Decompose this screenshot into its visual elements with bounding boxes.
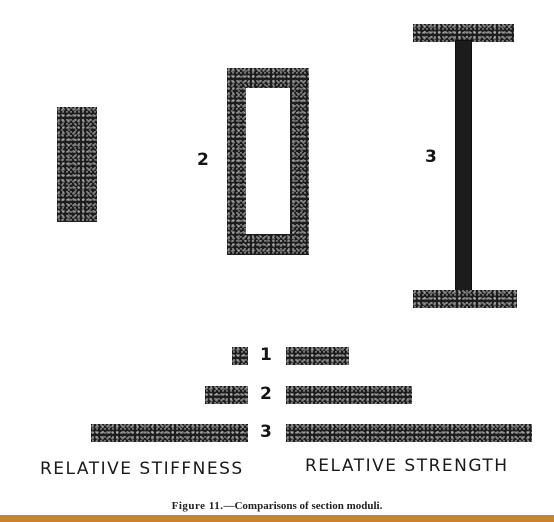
section-2-label: 2 <box>197 150 209 170</box>
stiffness-bar-3 <box>91 424 248 442</box>
caption-text: —Comparisons of section moduli. <box>223 500 383 512</box>
strength-bar-2 <box>286 386 412 404</box>
caption-lead: Figure 11. <box>171 500 224 512</box>
stiffness-bar-1 <box>232 347 248 365</box>
section-3-label: 3 <box>425 147 437 167</box>
row-number-2: 2 <box>260 384 272 404</box>
row-number-3: 3 <box>260 422 272 442</box>
strength-bar-1 <box>286 347 349 365</box>
section-2-hollow-interior <box>246 88 290 234</box>
i-beam-bottom-flange <box>413 290 517 308</box>
strength-label: RELATIVE STRENGTH <box>305 456 509 476</box>
section-1-solid-rectangle <box>57 107 97 222</box>
row-number-1: 1 <box>260 345 272 365</box>
figure-caption: Figure 11.—Comparisons of section moduli… <box>0 500 554 512</box>
bottom-rule <box>0 515 554 522</box>
i-beam-web <box>455 40 472 294</box>
stiffness-bar-2 <box>205 386 248 404</box>
stiffness-label: RELATIVE STIFFNESS <box>40 459 244 479</box>
i-beam-top-flange <box>413 24 514 42</box>
strength-bar-3 <box>286 424 532 442</box>
